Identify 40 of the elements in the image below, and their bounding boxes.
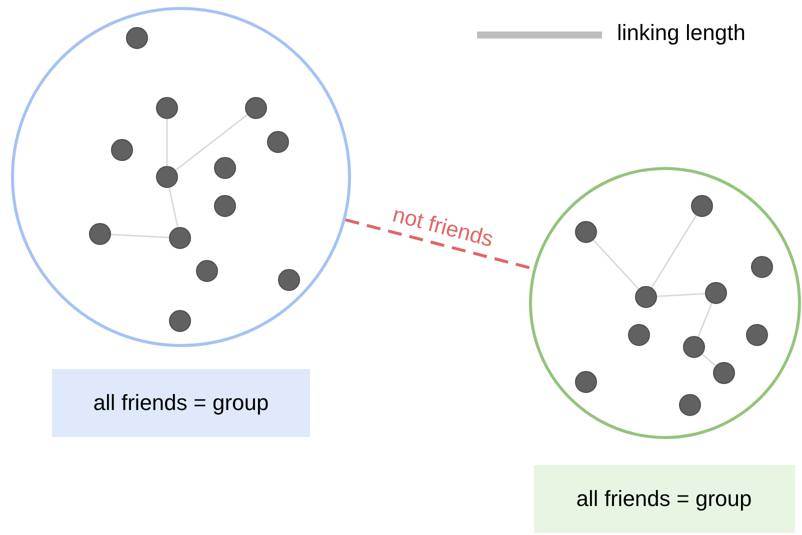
particle-dot <box>746 324 768 346</box>
particle-dot <box>575 221 597 243</box>
link-line <box>168 188 178 228</box>
particle-dot <box>278 269 300 291</box>
particle-dot <box>575 371 597 393</box>
legend-text: linking length <box>617 20 746 46</box>
particle-dot <box>713 362 735 384</box>
particle-dot <box>89 223 111 245</box>
particle-dot <box>705 282 727 304</box>
particle-dot <box>126 27 148 49</box>
particle-dot <box>751 256 773 278</box>
particle-dot <box>679 394 701 416</box>
group-circle <box>529 167 801 439</box>
particle-dot <box>683 336 705 358</box>
link-line <box>592 240 640 290</box>
particle-dot <box>214 157 236 179</box>
particle-dot <box>156 97 178 119</box>
link-line <box>656 292 706 298</box>
label-panel <box>534 465 794 533</box>
link-line <box>166 119 168 166</box>
group-label: all friends = group <box>576 486 752 512</box>
link-line <box>702 354 716 366</box>
link-line <box>651 214 697 288</box>
group-label: all friends = group <box>93 390 269 416</box>
link-line <box>175 114 248 171</box>
particle-dot <box>169 310 191 332</box>
particle-dot <box>214 195 236 217</box>
link-line <box>697 302 713 338</box>
particle-dot <box>267 131 289 153</box>
particle-dot <box>156 166 178 188</box>
label-panel <box>52 369 310 437</box>
particle-dot <box>111 139 133 161</box>
particle-dot <box>169 227 191 249</box>
particle-dot <box>628 324 650 346</box>
particle-dot <box>245 97 267 119</box>
particle-dot <box>635 286 657 308</box>
particle-dot <box>196 260 218 282</box>
link-line <box>110 234 170 238</box>
particle-dot <box>691 195 713 217</box>
group-circle <box>11 7 351 347</box>
